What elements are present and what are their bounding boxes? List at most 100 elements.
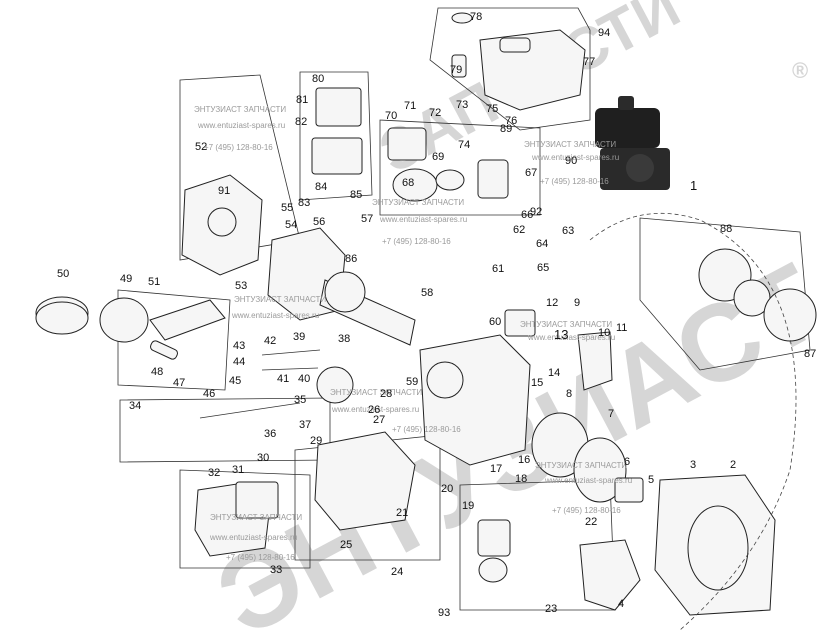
- group-outlines: [117, 7, 811, 611]
- head-cover-group: [179, 469, 311, 569]
- part-number-69: 69: [432, 151, 444, 163]
- wm-label-8: ЭНТУЗИАСТ ЗАПЧАСТИ: [210, 513, 302, 522]
- valve-2-shape: [261, 367, 319, 371]
- part-number-32: 32: [208, 467, 220, 479]
- part-number-26: 26: [368, 404, 380, 416]
- part-number-50: 50: [57, 268, 69, 280]
- wm-phone-6: +7 (495) 128-80-16: [392, 425, 461, 434]
- part-number-54: 54: [285, 219, 297, 231]
- wm-label-5: ЭНТУЗИАСТ ЗАПЧАСТИ: [520, 320, 612, 329]
- part-number-78: 78: [470, 11, 482, 23]
- part-number-18: 18: [515, 473, 527, 485]
- fan-cover-opening-shape: [687, 505, 749, 591]
- head-cover-gasket-shape: [235, 481, 279, 519]
- photo-tank-cap: [618, 96, 634, 110]
- recoil-starter-group: [639, 217, 811, 371]
- wm-phone-8: +7 (495) 128-80-16: [226, 553, 295, 562]
- part-number-39: 39: [293, 331, 305, 343]
- part-number-87: 87: [804, 348, 816, 360]
- air-filter-cover-shape: [315, 87, 362, 127]
- part-number-22: 22: [585, 516, 597, 528]
- part-number-13: 13: [554, 327, 568, 342]
- part-number-91: 91: [218, 185, 230, 197]
- part-number-48: 48: [151, 366, 163, 378]
- part-number-33: 33: [270, 564, 282, 576]
- wm-phone-7: +7 (495) 128-80-16: [552, 506, 621, 515]
- part-number-90: 90: [565, 155, 577, 167]
- part-number-27: 27: [373, 414, 385, 426]
- part-number-49: 49: [120, 273, 132, 285]
- part-number-77: 77: [583, 56, 595, 68]
- wm-site-8: www.entuziast-spares.ru: [209, 533, 297, 542]
- part-number-25: 25: [340, 539, 352, 551]
- part-number-59: 59: [406, 376, 418, 388]
- part-number-5: 5: [648, 474, 654, 486]
- part-number-20: 20: [441, 483, 453, 495]
- part-number-44: 44: [233, 356, 245, 368]
- part-number-31: 31: [232, 464, 244, 476]
- part-number-53: 53: [235, 280, 247, 292]
- part-number-21: 21: [396, 507, 408, 519]
- part-number-72: 72: [429, 107, 441, 119]
- part-number-6: 6: [624, 456, 630, 468]
- air-filter-group: [299, 71, 373, 201]
- part-number-63: 63: [562, 225, 574, 237]
- part-number-74: 74: [458, 139, 470, 151]
- mount-bracket-shape: [579, 539, 641, 611]
- part-number-79: 79: [450, 64, 462, 76]
- part-number-89: 89: [500, 123, 512, 135]
- part-number-35: 35: [294, 394, 306, 406]
- photo-fuel-tank: [595, 108, 660, 148]
- governor-shape: [504, 309, 536, 337]
- part-number-34: 34: [129, 400, 141, 412]
- fuel-strainer-shape: [451, 54, 467, 78]
- part-number-24: 24: [391, 566, 403, 578]
- part-number-17: 17: [490, 463, 502, 475]
- cover-bearing-shape: [207, 207, 237, 237]
- part-number-86: 86: [345, 253, 357, 265]
- wm-phone-1: +7 (495) 128-80-16: [204, 143, 273, 152]
- wm-site-2: www.entuziast-spares.ru: [531, 153, 619, 162]
- part-number-30: 30: [257, 452, 269, 464]
- wm-label-3: ЭНТУЗИАСТ ЗАПЧАСТИ: [372, 198, 464, 207]
- part-number-56: 56: [313, 216, 325, 228]
- part-number-60: 60: [489, 316, 501, 328]
- part-number-66: 66: [521, 209, 533, 221]
- part-number-70: 70: [385, 110, 397, 122]
- camshaft-gear-shape: [316, 366, 354, 404]
- air-filter-element-shape: [392, 168, 438, 202]
- wm-label-1: ЭНТУЗИАСТ ЗАПЧАСТИ: [194, 105, 286, 114]
- starter-housing-shape: [763, 288, 817, 342]
- wm-site-3: www.entuziast-spares.ru: [379, 215, 467, 224]
- part-number-37: 37: [299, 419, 311, 431]
- part-number-65: 65: [537, 262, 549, 274]
- piston-rings-shape-2: [35, 301, 89, 335]
- wm-phone-3: +7 (495) 128-80-16: [382, 237, 451, 246]
- part-number-52: 52: [195, 141, 207, 153]
- part-number-88: 88: [720, 223, 732, 235]
- fuel-tank-group: [429, 7, 591, 131]
- part-number-15: 15: [531, 377, 543, 389]
- part-number-10: 10: [598, 327, 610, 339]
- valve-1-shape: [261, 349, 321, 356]
- part-number-75: 75: [486, 103, 498, 115]
- connecting-rod-shape: [149, 299, 226, 341]
- push-rod-shape: [199, 402, 301, 419]
- wm-phone-2: +7 (495) 128-80-16: [540, 177, 609, 186]
- cylinder-bore-shape: [426, 361, 464, 399]
- fuel-cap-shape: [451, 12, 473, 24]
- wm-site-6: www.entuziast-spares.ru: [331, 405, 419, 414]
- float-bowl-shape: [478, 557, 508, 583]
- part-number-36: 36: [264, 428, 276, 440]
- part-number-12: 12: [546, 297, 558, 309]
- part-number-51: 51: [148, 276, 160, 288]
- crank-gear-shape: [324, 271, 366, 313]
- part-number-40: 40: [298, 373, 310, 385]
- wm-site-1: www.entuziast-spares.ru: [197, 121, 285, 130]
- wm-site-7: www.entuziast-spares.ru: [544, 476, 632, 485]
- wm-label-4: ЭНТУЗИАСТ ЗАПЧАСТИ: [234, 295, 326, 304]
- wm-site-5: www.entuziast-spares.ru: [527, 333, 615, 342]
- part-number-61: 61: [492, 263, 504, 275]
- part-number-28: 28: [380, 388, 392, 400]
